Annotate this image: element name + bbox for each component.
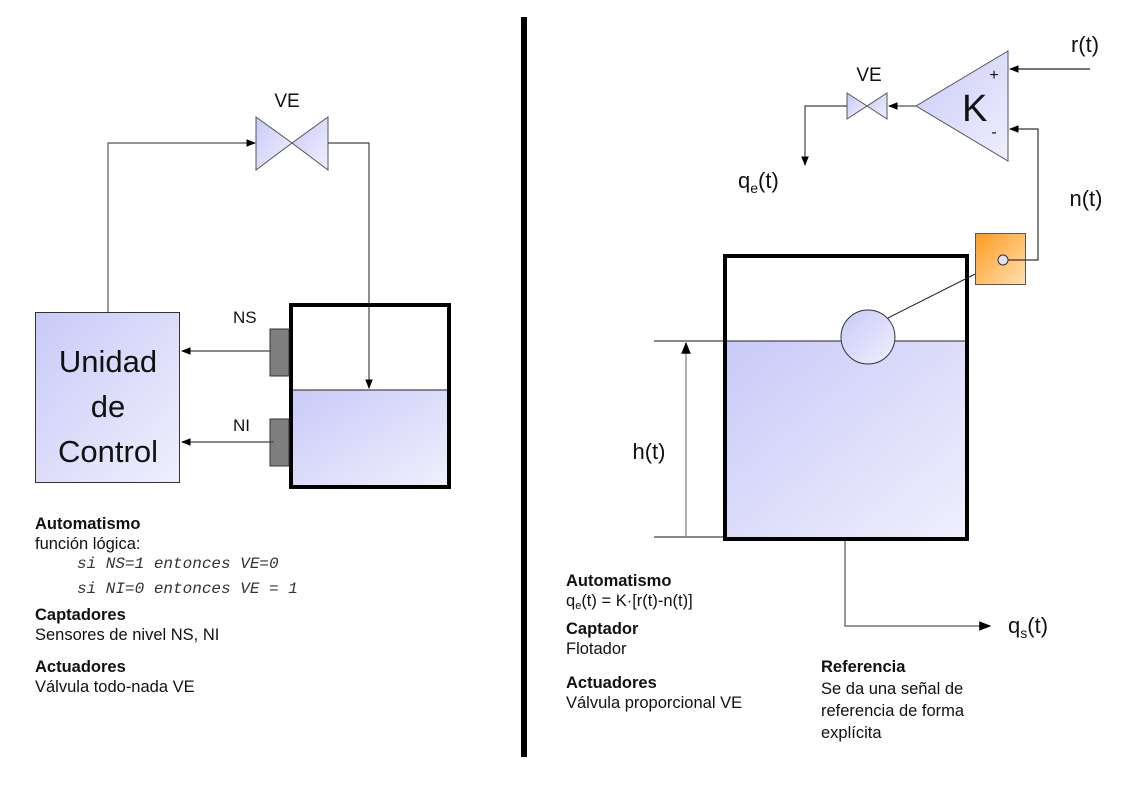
amplifier-gain-label: K	[962, 88, 987, 130]
sensor-ni-label: NI	[233, 416, 250, 435]
reference-signal-label: r(t)	[1071, 32, 1099, 57]
left-description: Automatismo función lógica: si NS=1 ento…	[35, 514, 298, 697]
height-label: h(t)	[633, 439, 666, 464]
tank-body	[289, 303, 451, 489]
control-unit-line-1: Unidad	[59, 344, 157, 379]
left-captadores-title: Captadores	[35, 606, 126, 624]
left-automatismo-text: función lógica:	[35, 535, 141, 553]
control-signal-line	[107, 139, 256, 312]
inflow-label: qe(t)	[738, 168, 779, 196]
float-icon	[840, 309, 896, 365]
left-actuadores-title: Actuadores	[35, 658, 126, 676]
logic-rule-2: si NI=0 entonces VE = 1	[77, 580, 298, 598]
right-actuadores-title: Actuadores	[566, 674, 657, 692]
proportional-valve-icon	[846, 92, 888, 120]
feedback-signal-label: n(t)	[1070, 186, 1103, 211]
tank-water-fill	[292, 390, 448, 486]
referencia-line-2: referencia de forma	[821, 702, 965, 720]
referencia-title: Referencia	[821, 658, 906, 676]
proportional-valve-label: VE	[856, 65, 881, 86]
inflow-pipe-line	[328, 142, 373, 389]
amplifier-minus-sign: -	[991, 124, 996, 141]
right-captador-title: Captador	[566, 620, 639, 638]
valve-icon	[255, 116, 329, 171]
valve-label: VE	[274, 91, 299, 112]
right-description: Automatismo qe(t) = K·[r(t)-n(t)] Captad…	[566, 571, 742, 713]
referencia-line-3: explícita	[821, 724, 882, 742]
outflow-label: qs(t)	[1008, 613, 1048, 641]
tank-body-right	[723, 254, 969, 541]
right-automatismo-title: Automatismo	[566, 572, 672, 590]
tank-water-fill-right	[726, 341, 966, 538]
right-actuadores-text: Válvula proporcional VE	[566, 694, 743, 712]
control-unit-line-3: Control	[58, 434, 158, 469]
left-captadores-text: Sensores de nivel NS, NI	[35, 626, 220, 644]
sensor-pivot-icon	[997, 254, 1009, 266]
feedback-signal-line	[1008, 125, 1039, 261]
panel-divider	[521, 17, 527, 757]
sensor-ns	[269, 328, 290, 377]
amplifier-icon	[915, 50, 1009, 162]
control-unit-line-2: de	[91, 389, 125, 424]
control-unit-box	[35, 312, 180, 483]
reference-description: Referencia Se da una señal de referencia…	[821, 657, 964, 743]
outflow-line	[844, 541, 992, 631]
referencia-line-1: Se da una señal de	[821, 680, 964, 698]
left-panel: Unidad de Control VE NS NI	[35, 91, 451, 489]
logic-rule-1: si NS=1 entonces VE=0	[77, 555, 279, 573]
inflow-line	[801, 105, 847, 166]
right-captador-text: Flotador	[566, 640, 627, 658]
amplifier-plus-sign: +	[989, 67, 998, 84]
sensor-ns-label: NS	[233, 308, 257, 327]
right-panel: K + - r(t) VE qe(t) n(t)	[633, 32, 1103, 641]
right-automatismo-formula: qe(t) = K·[r(t)-n(t)]	[566, 592, 693, 612]
left-automatismo-title: Automatismo	[35, 515, 141, 533]
left-actuadores-text: Válvula todo-nada VE	[35, 678, 195, 696]
